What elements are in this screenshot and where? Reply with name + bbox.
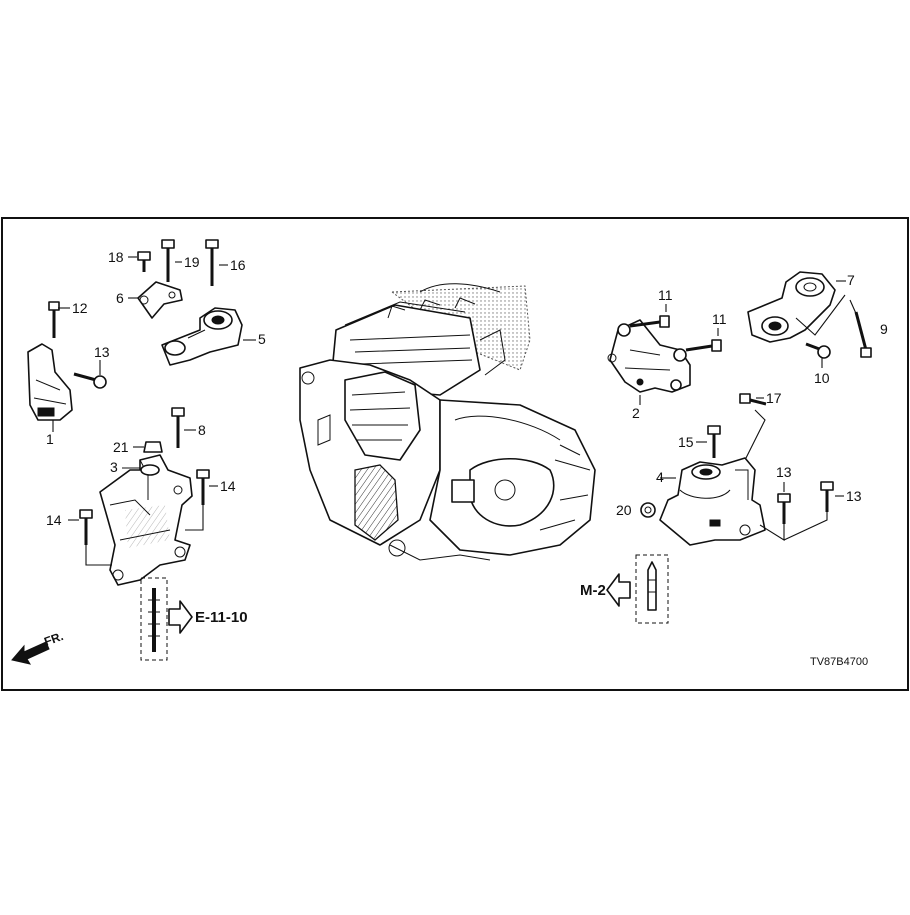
callout-20: 20 xyxy=(616,502,632,518)
stud-detail-left xyxy=(140,577,168,661)
bolt-8 xyxy=(171,407,185,448)
callout-11-b: 11 xyxy=(712,311,727,327)
callout-13-left: 13 xyxy=(94,344,110,360)
callout-4: 4 xyxy=(656,469,664,485)
part-7-rear-mount xyxy=(747,271,836,343)
bolt-13-right-a xyxy=(777,493,791,524)
callout-7: 7 xyxy=(847,272,855,288)
callout-6: 6 xyxy=(116,290,124,306)
bolt-13-right-b xyxy=(820,481,834,512)
bolt-11-b xyxy=(685,339,722,352)
reference-label-right[interactable]: M-2 xyxy=(580,582,606,599)
part-21-nut xyxy=(143,441,163,453)
bolt-13-left xyxy=(73,372,107,389)
bolt-14-left-b xyxy=(196,469,210,505)
bolt-16 xyxy=(205,239,219,286)
part-1-bracket xyxy=(27,343,73,421)
callout-13-right-b: 13 xyxy=(846,488,862,504)
part-2-bracket xyxy=(607,319,691,393)
part-20-nut xyxy=(640,502,656,518)
stud-detail-right xyxy=(635,554,669,624)
part-5-torque-rod xyxy=(161,307,243,366)
part-3-left-engine-mount xyxy=(99,454,193,586)
bolt-12 xyxy=(48,301,60,338)
front-marker-label: FR. xyxy=(42,629,65,649)
reference-arrow-right xyxy=(606,573,631,607)
callout-1: 1 xyxy=(46,431,54,447)
callout-14-left: 14 xyxy=(46,512,62,528)
callout-12: 12 xyxy=(72,300,88,316)
callout-2: 2 xyxy=(632,405,640,421)
bolt-18 xyxy=(137,251,151,272)
diagram-code: TV87B4700 xyxy=(810,656,868,668)
callout-3: 3 xyxy=(110,459,118,475)
callout-18: 18 xyxy=(108,249,124,265)
callout-21: 21 xyxy=(113,439,129,455)
callout-9: 9 xyxy=(880,321,888,337)
part-4-transmission-mount xyxy=(659,457,766,546)
callout-16: 16 xyxy=(230,257,246,273)
callout-11-a: 11 xyxy=(658,287,673,303)
reference-arrow-left xyxy=(168,600,193,634)
callout-5: 5 xyxy=(258,331,266,347)
engine-transmission-assembly xyxy=(299,283,596,561)
bolt-14-left-a xyxy=(79,509,93,545)
callout-15: 15 xyxy=(678,434,694,450)
bolt-11-a xyxy=(629,315,670,328)
bolt-9 xyxy=(854,311,872,358)
bolt-10 xyxy=(805,342,831,359)
callout-17: 17 xyxy=(766,390,782,406)
bolt-15 xyxy=(707,425,721,458)
reference-label-left[interactable]: E-11-10 xyxy=(195,609,248,626)
bolt-19 xyxy=(161,239,175,282)
callout-8: 8 xyxy=(198,422,206,438)
callout-14-right: 14 xyxy=(220,478,236,494)
callout-13-right-a: 13 xyxy=(776,464,792,480)
callout-19: 19 xyxy=(184,254,200,270)
part-6-bracket xyxy=(137,281,183,319)
callout-10: 10 xyxy=(814,370,830,386)
front-direction-arrow xyxy=(11,641,50,665)
diagram-frame xyxy=(1,217,909,691)
bolt-17 xyxy=(739,393,767,406)
